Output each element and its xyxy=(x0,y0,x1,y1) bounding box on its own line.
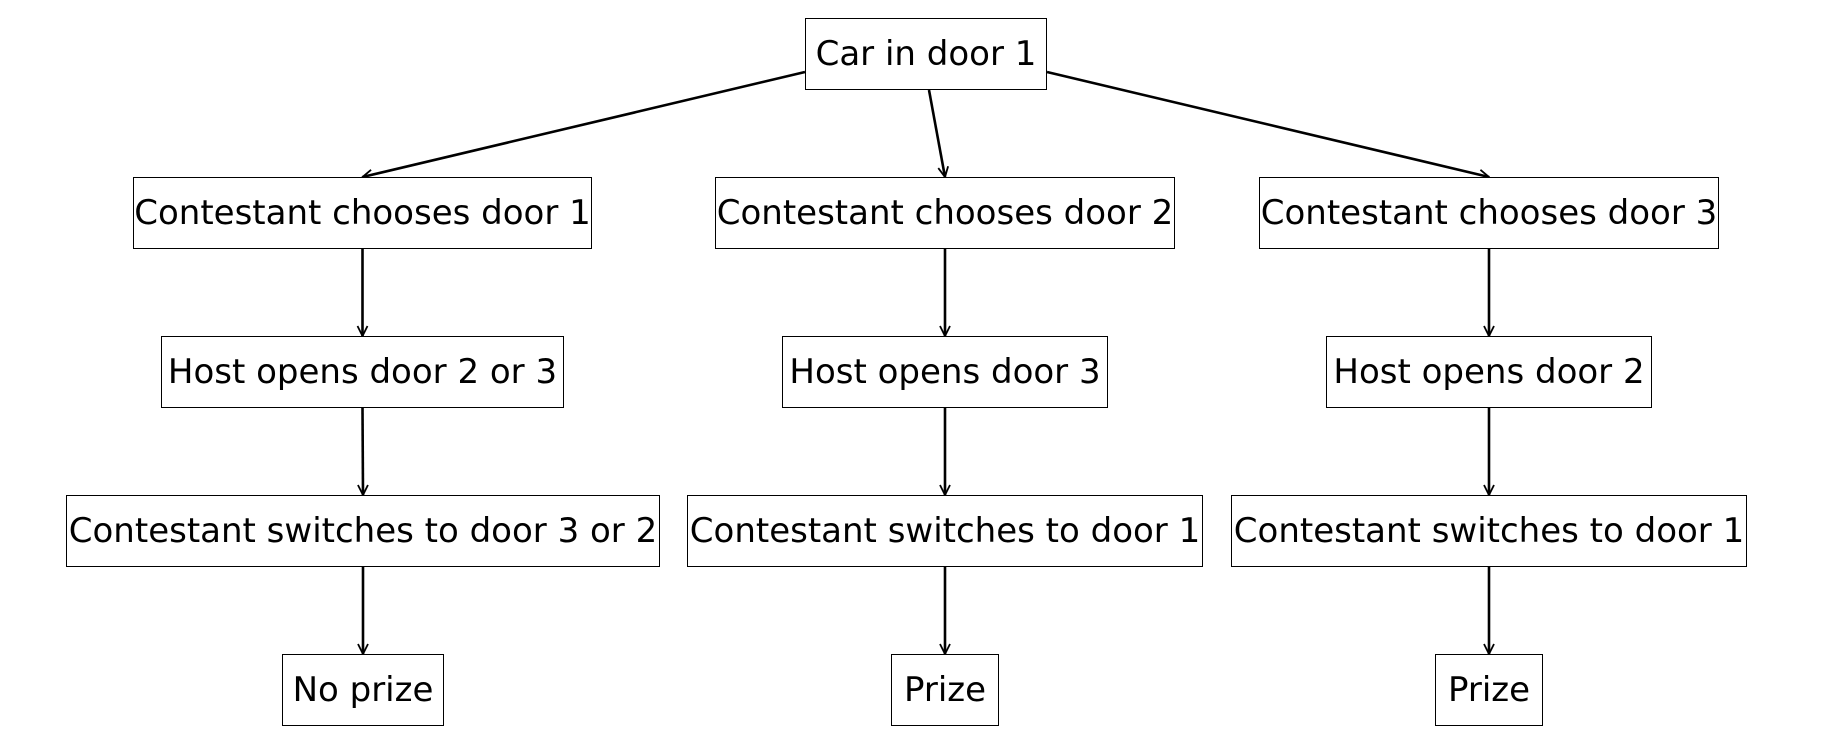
node-contestant-chooses-door-3: Contestant chooses door 3 xyxy=(1259,177,1719,249)
node-result-no-prize: No prize xyxy=(282,654,444,726)
edge-host_1-to-switch_1 xyxy=(363,407,364,495)
node-host-opens-door-2: Host opens door 2 xyxy=(1326,336,1652,408)
node-host-opens-door-3: Host opens door 3 xyxy=(782,336,1108,408)
node-switches-to-door-1-right: Contestant switches to door 1 xyxy=(1231,495,1747,567)
edge-root-to-choose_3 xyxy=(1046,70,1489,177)
edge-root-to-choose_1 xyxy=(363,70,806,177)
node-host-opens-door-2-or-3: Host opens door 2 or 3 xyxy=(161,336,564,408)
node-result-prize-middle: Prize xyxy=(891,654,999,726)
node-contestant-chooses-door-1: Contestant chooses door 1 xyxy=(133,177,592,249)
edge-root-to-choose_2 xyxy=(927,89,945,177)
node-contestant-chooses-door-2: Contestant chooses door 2 xyxy=(715,177,1175,249)
node-switches-to-door-3-or-2: Contestant switches to door 3 or 2 xyxy=(66,495,660,567)
node-switches-to-door-1-middle: Contestant switches to door 1 xyxy=(687,495,1203,567)
node-result-prize-right: Prize xyxy=(1435,654,1543,726)
node-car-in-door-1: Car in door 1 xyxy=(805,18,1047,90)
